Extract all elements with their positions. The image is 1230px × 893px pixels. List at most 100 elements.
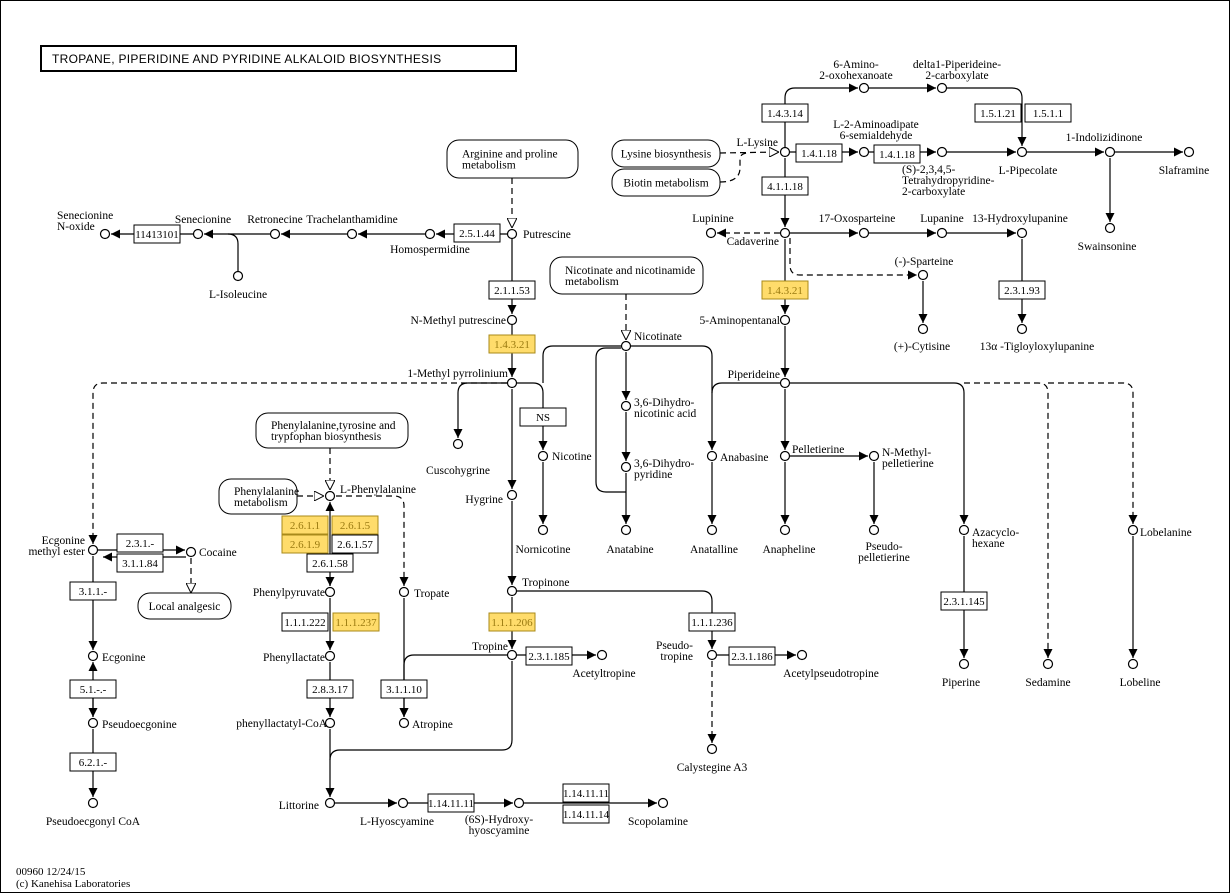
compound-slaframine[interactable]: Slaframine <box>1159 146 1209 178</box>
enzyme-1-1-1-222[interactable]: 1.1.1.222 <box>281 612 329 632</box>
enzyme-1-4-3-21[interactable]: 1.4.3.21 <box>488 334 536 354</box>
compound-cytisine[interactable]: (+)-Cytisine <box>894 323 950 354</box>
compound-node-circle[interactable] <box>1042 658 1054 670</box>
compound-oxosparteine[interactable]: 17-Oxosparteine <box>819 213 896 239</box>
compound-node-circle[interactable] <box>917 269 929 281</box>
compound-node-circle[interactable] <box>706 743 718 755</box>
compound-piperideine[interactable]: Piperideine <box>728 369 791 389</box>
compound-node-circle[interactable] <box>506 489 518 501</box>
compound-cocaine[interactable]: Cocaine <box>185 546 237 559</box>
compound-pseudopelletierine[interactable]: Pseudo-pelletierine <box>858 524 910 565</box>
compound-node-circle[interactable] <box>620 524 632 536</box>
compound-senecionine[interactable]: Senecionine <box>175 214 231 240</box>
enzyme-2-6-1-9[interactable]: 2.6.1.9 <box>281 534 329 554</box>
enzyme-2-6-1-5[interactable]: 2.6.1.5 <box>331 515 379 535</box>
enzyme-1-5-1-21[interactable]: 1.5.1.21 <box>974 103 1022 123</box>
enzyme-1-14-11-11[interactable]: 1.14.11.11 <box>427 793 475 813</box>
compound-node-circle[interactable] <box>506 314 518 326</box>
compound-cadaverine[interactable]: Cadaverine <box>727 227 791 249</box>
enzyme-1-14-11-14[interactable]: 1.14.11.14 <box>562 804 610 824</box>
compound-node-circle[interactable] <box>398 717 410 729</box>
compound-node-circle[interactable] <box>779 524 791 536</box>
compound-dihydropyridine[interactable]: 3,6-Dihydro-pyridine <box>620 458 695 481</box>
compound-node-circle[interactable] <box>346 228 358 240</box>
compound-node-circle[interactable] <box>705 227 717 239</box>
compound-methyl-pyrrolinium[interactable]: 1-Methyl pyrrolinium <box>407 368 518 389</box>
enzyme-1-14-11-11[interactable]: 1.14.11.11 <box>562 783 610 803</box>
compound-node-circle[interactable] <box>868 524 880 536</box>
compound-piperideine-carboxylate[interactable]: delta1-Piperideine-2-carboxylate <box>913 59 1001 94</box>
compound-node-circle[interactable] <box>779 227 791 239</box>
compound-node-circle[interactable] <box>936 146 948 158</box>
compound-node-circle[interactable] <box>397 797 409 809</box>
compound-tigloyloxylupanine[interactable]: 13α -Tigloyloxylupanine <box>980 323 1095 354</box>
compound-node-circle[interactable] <box>424 228 436 240</box>
enzyme-1-5-1-1[interactable]: 1.5.1.1 <box>1024 103 1072 123</box>
map-link-biotin[interactable]: Biotin metabolism <box>611 168 721 197</box>
compound-l-phenylalanine[interactable]: L-Phenylalanine <box>324 484 417 502</box>
compound-acetylpseudotropine[interactable]: Acetylpseudotropine <box>783 649 879 681</box>
compound-node-circle[interactable] <box>192 228 204 240</box>
compound-l-pipecolate[interactable]: L-Pipecolate <box>999 146 1058 178</box>
compound-phenyllactatyl-coa[interactable]: phenyllactatyl-CoA <box>236 717 336 730</box>
enzyme-1-4-3-14[interactable]: 1.4.3.14 <box>761 103 809 123</box>
compound-sparteine[interactable]: (-)-Sparteine <box>895 256 954 281</box>
compound-phenylpyruvate[interactable]: Phenylpyruvate <box>253 586 336 599</box>
compound-node-circle[interactable] <box>506 228 518 240</box>
compound-n-methyl-putrescine[interactable]: N-Methyl putrescine <box>411 314 518 327</box>
compound-sedamine[interactable]: Sedamine <box>1025 658 1071 690</box>
compound-node-circle[interactable] <box>232 270 244 282</box>
compound-lobelanine[interactable]: Lobelanine <box>1127 524 1192 540</box>
compound-tropinone[interactable]: Tropinone <box>506 577 570 597</box>
enzyme-1-4-1-18[interactable]: 1.4.1.18 <box>873 144 921 164</box>
compound-pelletierine[interactable]: Pelletierine <box>779 444 845 462</box>
compound-node-circle[interactable] <box>87 544 99 556</box>
enzyme-6-2-1--[interactable]: 6.2.1.- <box>69 752 117 772</box>
compound-node-circle[interactable] <box>537 524 549 536</box>
compound-lobeline[interactable]: Lobeline <box>1120 658 1161 690</box>
compound-node-circle[interactable] <box>706 649 718 661</box>
compound-l-hyoscyamine[interactable]: L-Hyoscyamine <box>360 797 434 829</box>
compound-node-circle[interactable] <box>324 586 336 598</box>
compound-scopolamine[interactable]: Scopolamine <box>628 797 688 829</box>
enzyme-2-3-1--[interactable]: 2.3.1.- <box>116 533 164 553</box>
enzyme-3-1-1-84[interactable]: 3.1.1.84 <box>116 553 164 573</box>
compound-node-circle[interactable] <box>324 650 336 662</box>
compound-node-circle[interactable] <box>706 524 718 536</box>
compound-azacyclohexane[interactable]: Azacyclo-hexane <box>958 524 1020 551</box>
compound-ecgonine[interactable]: Ecgonine <box>87 650 146 665</box>
enzyme-2-6-1-1[interactable]: 2.6.1.1 <box>281 515 329 535</box>
compound-node-circle[interactable] <box>657 797 669 809</box>
compound-node-circle[interactable] <box>706 450 718 462</box>
enzyme-1-1-1-206[interactable]: 1.1.1.206 <box>488 612 536 632</box>
compound-calystegine[interactable]: Calystegine A3 <box>677 743 748 775</box>
compound-node-circle[interactable] <box>324 717 336 729</box>
compound-hydroxylupanine[interactable]: 13-Hydroxylupanine <box>972 213 1068 239</box>
compound-tetrahydropyridine[interactable]: (S)-2,3,4,5-Tetrahydropyridine-2-carboxy… <box>902 146 995 199</box>
compound-node-circle[interactable] <box>1127 524 1139 536</box>
compound-node-circle[interactable] <box>796 649 808 661</box>
compound-node-circle[interactable] <box>87 797 99 809</box>
compound-cuscohygrine[interactable]: Cuscohygrine <box>426 438 490 478</box>
compound-anapheline[interactable]: Anapheline <box>762 524 816 557</box>
compound-node-circle[interactable] <box>779 377 791 389</box>
compound-amino-oxohexanoate[interactable]: 6-Amino-2-oxohexanoate <box>819 59 893 94</box>
compound-aminopentanal[interactable]: 5-Aminopentanal <box>700 314 791 327</box>
compound-node-circle[interactable] <box>1016 323 1028 335</box>
compound-hygrine[interactable]: Hygrine <box>465 489 518 507</box>
compound-node-circle[interactable] <box>958 658 970 670</box>
compound-node-circle[interactable] <box>269 228 281 240</box>
compound-tropate[interactable]: Tropate <box>398 586 450 601</box>
enzyme-3-1-1--[interactable]: 3.1.1.- <box>69 581 117 601</box>
compound-node-circle[interactable] <box>1183 146 1195 158</box>
compound-node-circle[interactable] <box>779 146 791 158</box>
enzyme-4-1-1-18[interactable]: 4.1.1.18 <box>761 176 809 196</box>
compound-pseudoecgonine[interactable]: Pseudoecgonine <box>87 717 177 732</box>
enzyme-2-1-1-53[interactable]: 2.1.1.53 <box>488 280 536 300</box>
compound-node-circle[interactable] <box>936 82 948 94</box>
compound-node-circle[interactable] <box>87 717 99 729</box>
